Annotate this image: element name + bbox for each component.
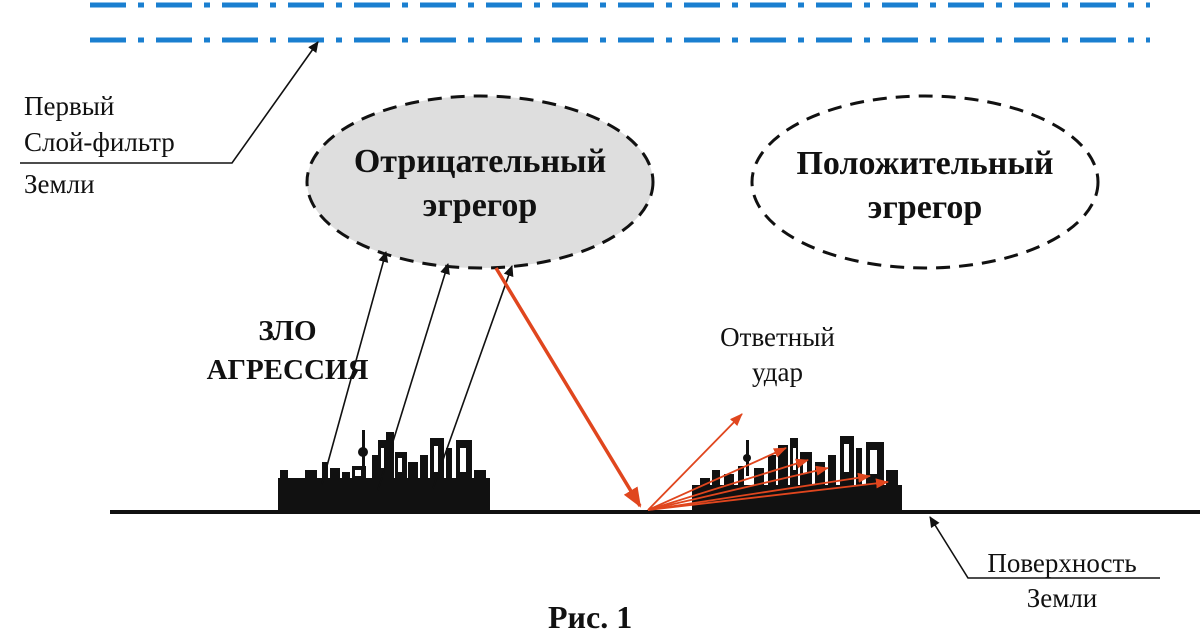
response-arrow-5 — [647, 472, 871, 511]
negative-egregor-line2: эгрегор — [422, 187, 538, 225]
response-line2: удар — [751, 357, 804, 388]
response-arrow-4 — [647, 465, 829, 511]
surface-leader — [929, 516, 1160, 579]
filter-layer-label-line2: Слой-фильтр — [24, 127, 175, 157]
aggression-arrow-1 — [321, 251, 389, 485]
left-city-skyline — [278, 430, 490, 512]
positive-egregor-label: Положительный эгрегор — [765, 142, 1085, 230]
surface-label: Поверхность Земли — [962, 546, 1162, 616]
filter-layer-label-line3: Земли — [24, 169, 95, 199]
left-city-windows — [355, 446, 466, 476]
aggression-arrow-3 — [432, 265, 514, 489]
surface-line1: Поверхность — [987, 548, 1137, 578]
negative-egregor-line1: Отрицательный — [353, 143, 607, 180]
positive-egregor-ellipse — [750, 94, 1100, 270]
response-arrow-6 — [647, 478, 889, 511]
negative-egregor-ellipse — [305, 94, 655, 270]
positive-egregor-line1: Положительный — [796, 145, 1054, 182]
filter-layer-leader — [20, 41, 319, 164]
response-arrow-1 — [647, 413, 743, 511]
aggression-arrow-2 — [377, 263, 450, 491]
response-label: Ответный удар — [700, 320, 855, 390]
evil-label: ЗЛО АГРЕССИЯ — [190, 312, 385, 390]
figure-caption: Рис. 1 — [548, 599, 633, 635]
negative-egregor-label: Отрицательный эгрегор — [320, 140, 640, 228]
surface-line2: Земли — [1026, 583, 1098, 614]
response-arrows — [647, 413, 889, 511]
response-arrow-3 — [647, 458, 809, 511]
response-line1: Ответный — [720, 322, 835, 352]
filter-layer-label-line1: Первый — [24, 91, 115, 121]
strike-arrow — [494, 267, 642, 508]
positive-egregor-line2: эгрегор — [867, 189, 983, 227]
evil-line1: ЗЛО — [258, 315, 317, 347]
response-arrow-2 — [647, 447, 787, 511]
evil-line2: АГРЕССИЯ — [206, 354, 369, 387]
